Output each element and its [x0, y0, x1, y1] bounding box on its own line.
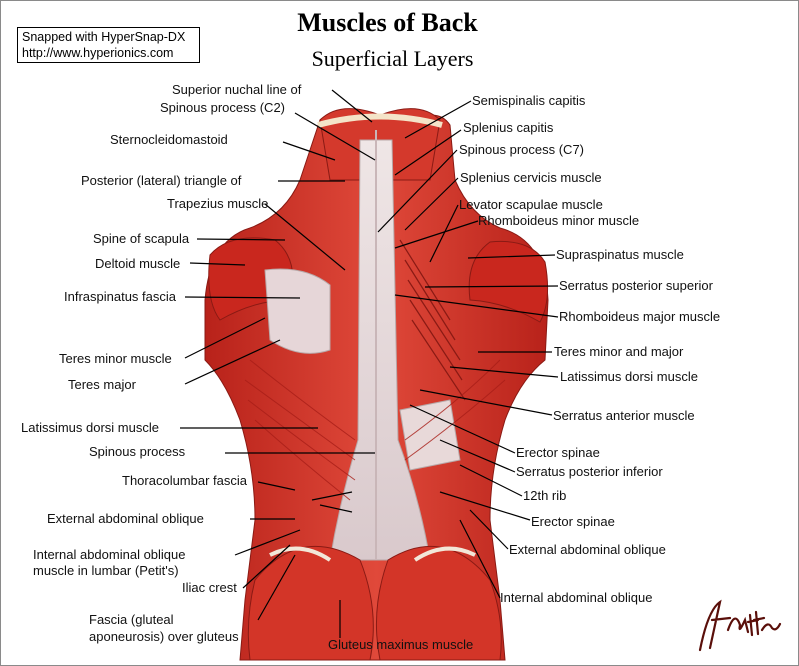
right-deltoid	[468, 240, 549, 323]
label-latissimus-left: Latissimus dorsi muscle	[21, 420, 159, 435]
label-levator-scapulae: Levator scapulae muscle	[459, 197, 603, 212]
label-serratus-posterior-superior: Serratus posterior superior	[559, 278, 713, 293]
label-gluteus-maximus: Gluteus maximus muscle	[328, 637, 474, 652]
label-teres-major: Teres major	[68, 377, 136, 392]
page-title: Muscles of Back	[297, 8, 478, 37]
infraspinatus-fascia	[264, 268, 331, 354]
page-subtitle: Superficial Layers	[311, 46, 474, 71]
label-spine-of-scapula: Spine of scapula	[93, 231, 190, 246]
label-splenius-cervicis: Splenius cervicis muscle	[460, 170, 602, 185]
label-serratus-anterior: Serratus anterior muscle	[553, 408, 695, 423]
label-external-oblique-left: External abdominal oblique	[47, 511, 204, 526]
label-thoracolumbar-fascia: Thoracolumbar fascia	[122, 473, 247, 488]
label-internal-oblique-line1: Internal abdominal oblique	[33, 547, 186, 562]
label-erector-spinae-2: Erector spinae	[531, 514, 615, 529]
watermark-line1: Snapped with HyperSnap-DX	[22, 30, 186, 44]
label-erector-spinae-1: Erector spinae	[516, 445, 600, 460]
label-posterior-triangle: Posterior (lateral) triangle of	[81, 173, 242, 188]
label-sternocleidomastoid: Sternocleidomastoid	[110, 132, 228, 147]
label-teres-minor-major: Teres minor and major	[554, 344, 684, 359]
label-internal-oblique-right: Internal abdominal oblique	[500, 590, 653, 605]
artist-signature	[698, 599, 782, 652]
label-internal-oblique-line2: muscle in lumbar (Petit's)	[33, 563, 179, 578]
label-splenius-capitis: Splenius capitis	[463, 120, 554, 135]
label-rhomboideus-minor: Rhomboideus minor muscle	[478, 213, 640, 228]
label-12th-rib: 12th rib	[523, 488, 567, 503]
label-infraspinatus-fascia: Infraspinatus fascia	[64, 289, 177, 304]
label-spinous-process-c7: Spinous process (C7)	[459, 142, 584, 157]
label-iliac-crest: Iliac crest	[182, 580, 237, 595]
label-teres-minor: Teres minor muscle	[59, 351, 172, 366]
label-external-oblique-right: External abdominal oblique	[509, 542, 666, 557]
label-fascia-gluteal-line2: aponeurosis) over gluteus	[89, 629, 239, 644]
label-semispinalis-capitis: Semispinalis capitis	[472, 93, 586, 108]
label-spinous-process-c2: Spinous process (C2)	[160, 100, 285, 115]
label-superior-nuchal-line: Superior nuchal line of	[172, 82, 302, 97]
label-spinous-process: Spinous process	[89, 444, 186, 459]
label-fascia-gluteal-line1: Fascia (gluteal	[89, 612, 174, 627]
label-deltoid: Deltoid muscle	[95, 256, 181, 271]
hypersnap-watermark: Snapped with HyperSnap-DX http://www.hyp…	[17, 27, 200, 63]
nuchal-tendon	[317, 113, 443, 128]
watermark-line2: http://www.hyperionics.com	[22, 46, 174, 60]
label-rhomboideus-major: Rhomboideus major muscle	[559, 309, 721, 324]
label-serratus-posterior-inferior: Serratus posterior inferior	[516, 464, 663, 479]
label-supraspinatus: Supraspinatus muscle	[556, 247, 684, 262]
label-trapezius: Trapezius muscle	[167, 196, 269, 211]
label-latissimus-right: Latissimus dorsi muscle	[560, 369, 698, 384]
serratus-posterior-inferior	[399, 399, 461, 471]
